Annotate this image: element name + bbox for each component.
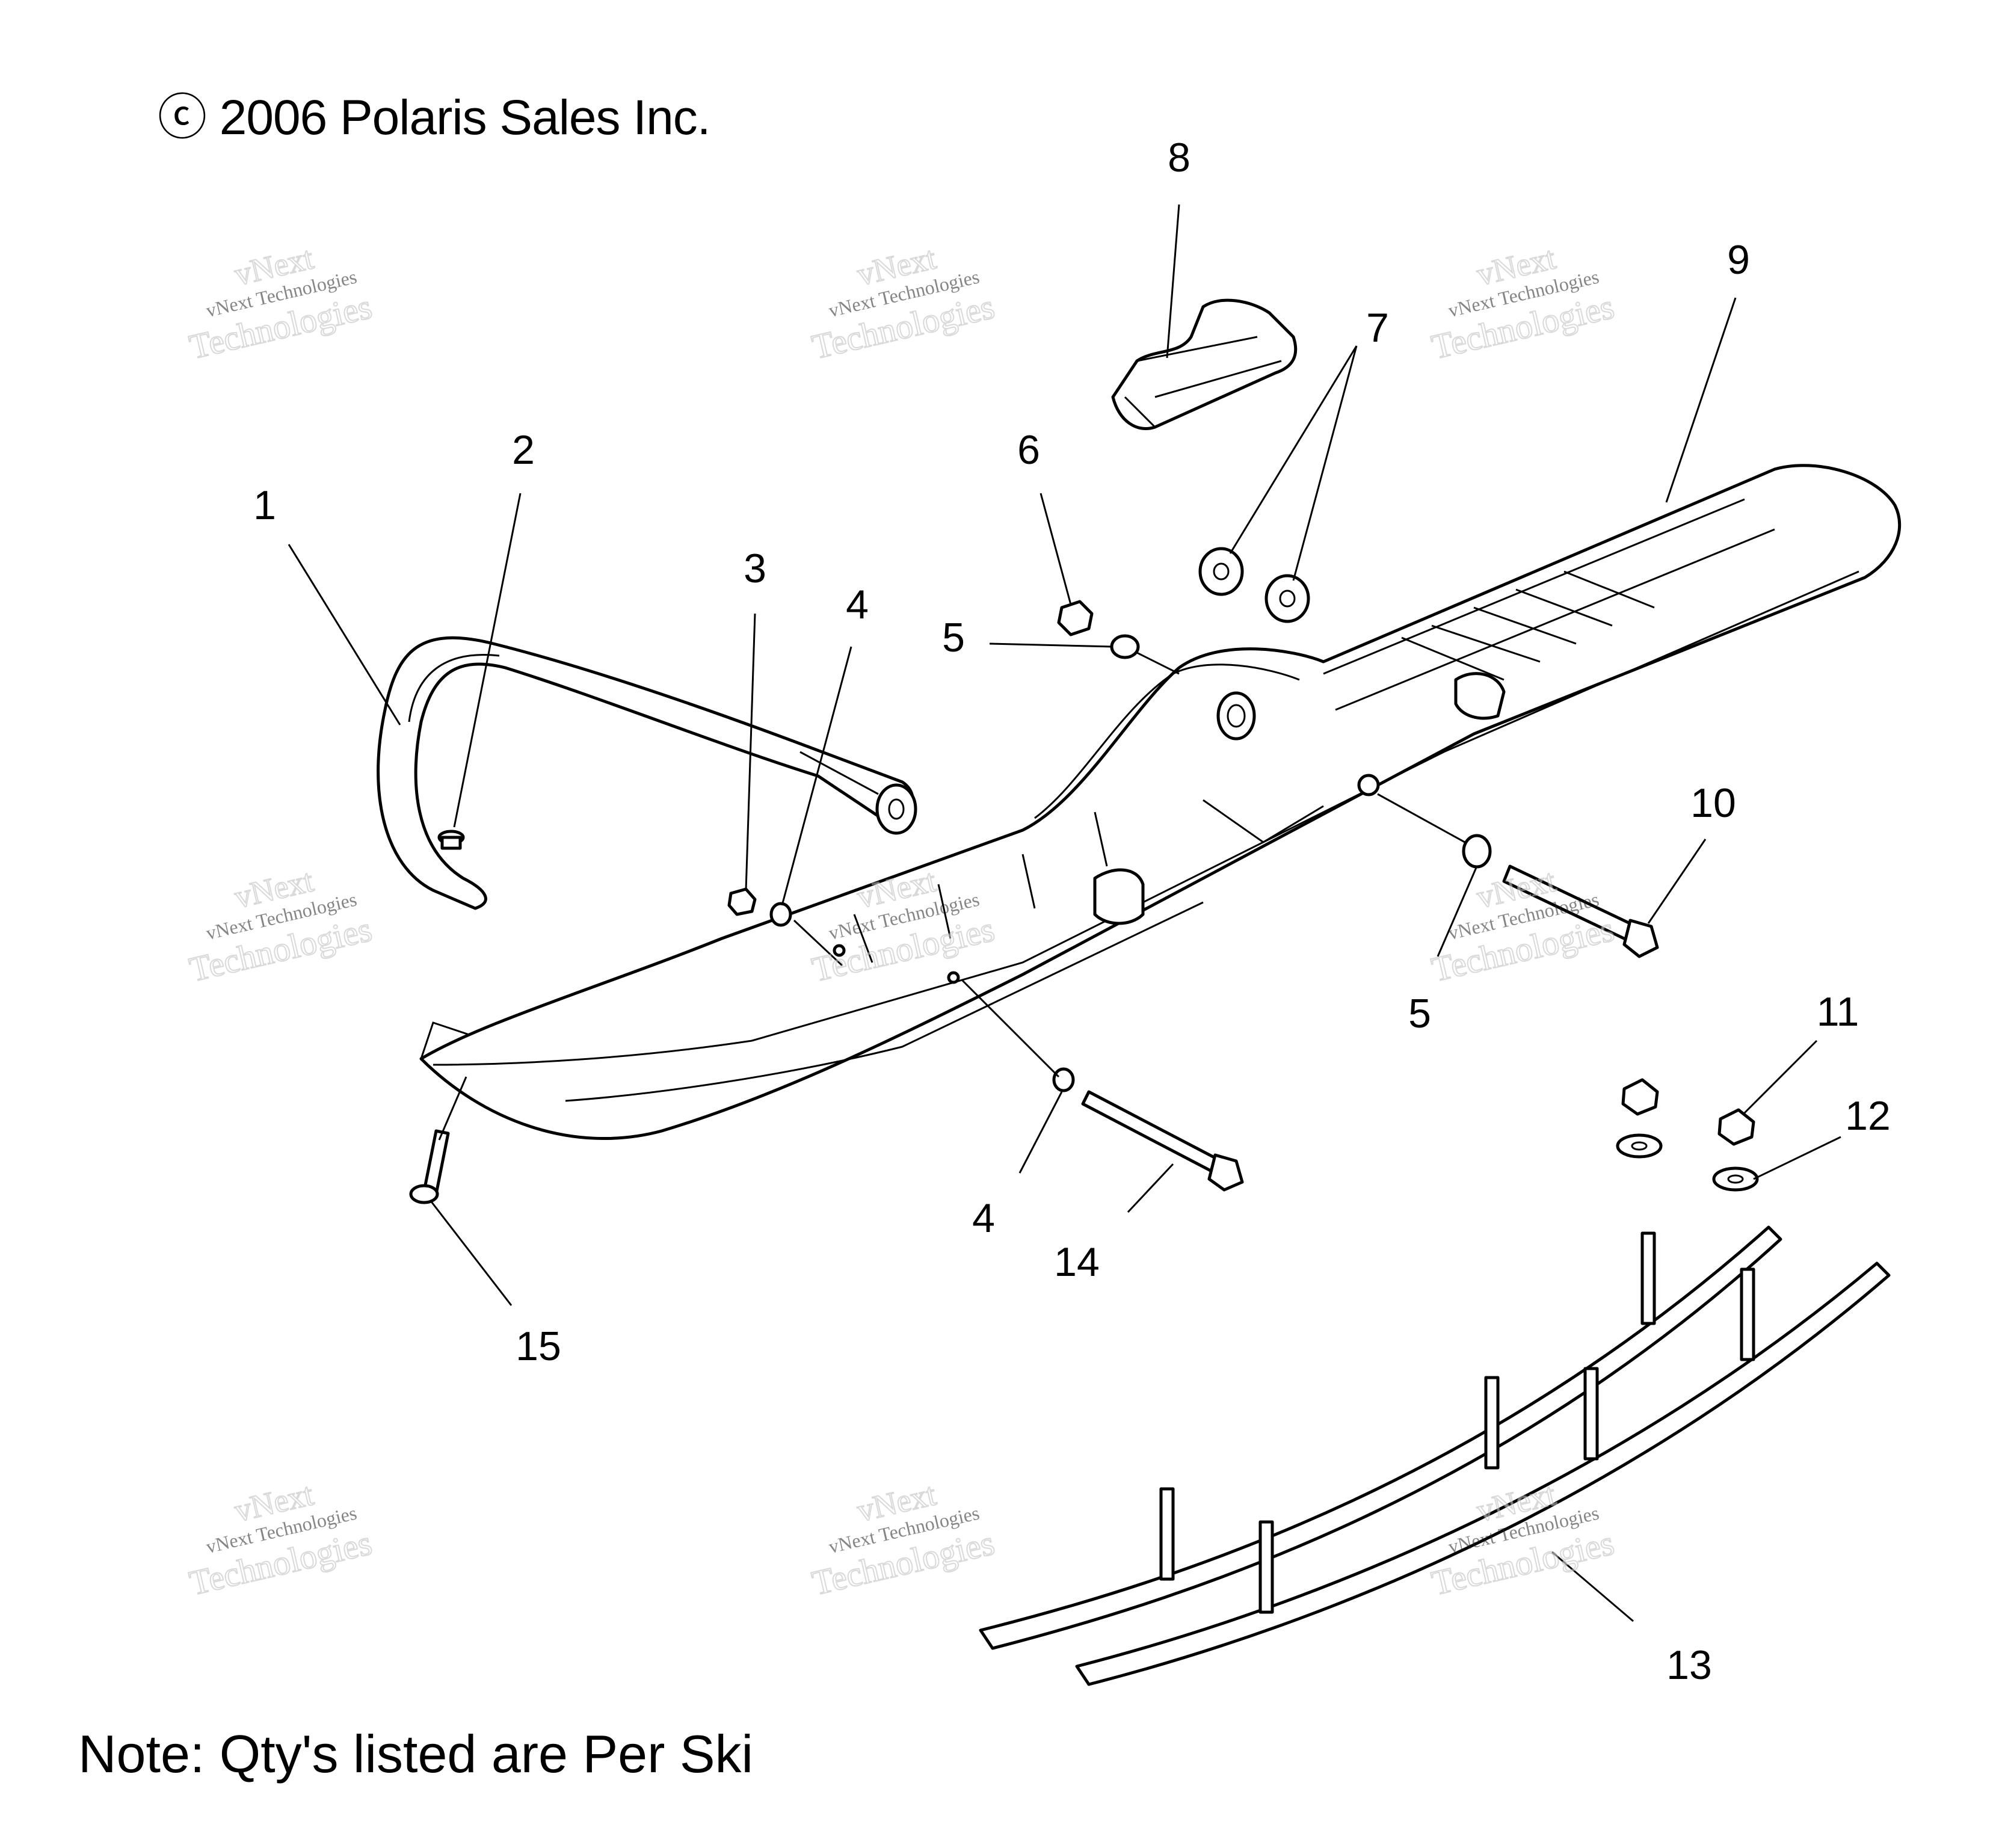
washer-5-upper [1110, 634, 1140, 659]
callout-11: 11 [1816, 989, 1859, 1035]
callout-4-upper: 4 [846, 582, 869, 627]
callout-2: 2 [512, 427, 535, 473]
pin-part-15 [409, 1129, 450, 1204]
callout-5-upper: 5 [942, 615, 965, 661]
nut-part-3 [727, 887, 757, 916]
callout-13: 13 [1666, 1642, 1712, 1688]
callout-12: 12 [1845, 1093, 1891, 1139]
washer-4-upper [769, 902, 792, 927]
callout-4-lower: 4 [972, 1195, 995, 1241]
callout-3: 3 [744, 546, 766, 591]
callout-9: 9 [1727, 237, 1750, 283]
ski-handle [377, 636, 917, 910]
callout-7: 7 [1366, 305, 1389, 351]
callout-8: 8 [1168, 135, 1190, 180]
handle-rivet [437, 830, 465, 850]
callout-10: 10 [1690, 780, 1736, 826]
copyright-text: ⓒ 2006 Polaris Sales Inc. [158, 90, 710, 145]
ski-saddle [1111, 298, 1298, 431]
bolt-part-10 [1502, 864, 1659, 958]
washer-5-lower [1462, 834, 1492, 869]
leader-lines [288, 204, 1841, 1622]
washer-4-lower [1052, 1067, 1075, 1092]
nut-part-6 [1057, 600, 1094, 636]
note-text: Note: Qty's listed are Per Ski [78, 1724, 754, 1784]
washers-part-12 [1616, 1133, 1759, 1192]
bushing-pair [1198, 547, 1310, 623]
callout-14: 14 [1054, 1239, 1100, 1285]
wear-bars [979, 1225, 1891, 1686]
callout-15: 15 [516, 1323, 561, 1369]
callout-6: 6 [1017, 427, 1040, 473]
ski-body [419, 464, 1902, 1140]
callout-1: 1 [253, 482, 276, 528]
nuts-part-11 [1621, 1078, 1755, 1146]
callout-5-lower: 5 [1408, 991, 1431, 1036]
bolt-part-14 [1081, 1090, 1244, 1192]
